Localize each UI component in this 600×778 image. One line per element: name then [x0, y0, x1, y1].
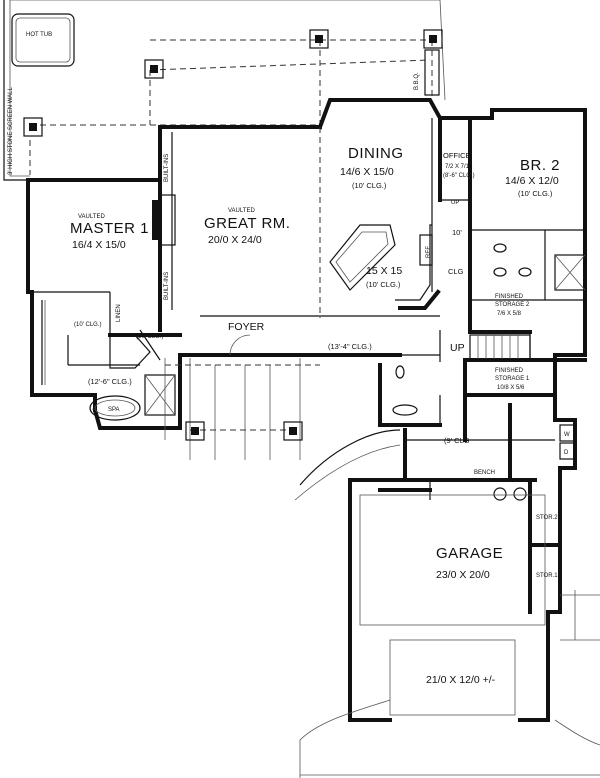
- refrigerator: [419, 234, 433, 266]
- great-title: GREAT RM.: [204, 215, 290, 232]
- storage2-title-2: STORAGE 2: [495, 302, 530, 308]
- spa-tub: [89, 395, 141, 421]
- nine-clg: (9' CLG: [444, 436, 470, 445]
- shower: [144, 374, 176, 416]
- office-dim: 7/2 X 7/10: [445, 164, 473, 170]
- garage-dim: 23/0 X 20/0: [436, 569, 490, 581]
- labels: HOT TUB 3' HIGH STONE SCREEN WALL B.B.Q.…: [8, 32, 570, 686]
- storage1-title-2: STORAGE 1: [495, 376, 530, 382]
- washer: [559, 424, 575, 442]
- screen-wall-label: 3' HIGH STONE SCREEN WALL: [8, 87, 14, 175]
- foyer-label: FOYER: [228, 321, 265, 333]
- great-dim: 20/0 X 24/0: [208, 234, 262, 246]
- great-vaulted: VAULTED: [228, 208, 255, 214]
- kitchen-island: [329, 224, 396, 291]
- kitchen-dim: 15 X 15: [366, 265, 402, 277]
- office-clg: (8'-6" CLG.): [443, 173, 475, 179]
- br2-clg: (10' CLG.): [518, 189, 553, 198]
- d-label: D: [564, 450, 569, 456]
- front-porch: [164, 334, 600, 778]
- br2-dim: 14/6 X 12/0: [505, 175, 559, 187]
- up-hall: UP: [450, 342, 465, 354]
- up-office: UP: [451, 200, 459, 206]
- builtins-upper: BUILT-INS: [164, 154, 170, 182]
- ten-clg-1: 10': [452, 228, 462, 237]
- dining-dim: 14/6 X 15/0: [340, 166, 394, 178]
- storage2-title-1: FINISHED: [495, 294, 524, 300]
- stairs: [469, 334, 531, 360]
- hot-tub-label: HOT TUB: [26, 32, 52, 38]
- ten-clg-2: CLG: [448, 267, 464, 276]
- storage1-dim: 10/8 X 5/6: [497, 385, 525, 391]
- spa-label: SPA: [108, 407, 120, 413]
- column: [144, 59, 164, 79]
- garage2-dim: 21/0 X 12/0 +/-: [426, 674, 496, 686]
- column: [423, 29, 443, 49]
- column: [309, 29, 329, 49]
- fireplace: [159, 194, 176, 246]
- storage1-title-1: FINISHED: [495, 368, 524, 374]
- storage2-dim: 7/6 X 5/8: [497, 311, 522, 317]
- column: [185, 421, 205, 441]
- bench-label: BENCH: [474, 470, 495, 476]
- stor1-label: STOR.1: [536, 573, 558, 579]
- dining-clg: (10' CLG.): [352, 181, 387, 190]
- master-bath-clg: (12'-6" CLG.): [88, 377, 132, 386]
- br2-title: BR. 2: [520, 157, 560, 174]
- ref-label: REF: [426, 246, 432, 258]
- bbq-label: B.B.Q.: [414, 72, 420, 90]
- clg-10-a: (10' CLG.): [74, 322, 102, 328]
- hot-tub: [11, 13, 75, 67]
- column: [283, 421, 303, 441]
- stor2-label: STOR.2: [536, 515, 558, 521]
- master-dim: 16/4 X 15/0: [72, 239, 126, 251]
- dryer: [559, 442, 575, 460]
- clg-10-b: (10' CLG.): [136, 334, 164, 340]
- linen-label: LINEN: [116, 304, 122, 322]
- stone-screen-wall: [3, 0, 30, 181]
- office-title: OFFICE: [443, 151, 471, 160]
- column: [23, 117, 43, 137]
- master-title: MASTER 1: [70, 220, 149, 237]
- builtins-lower: BUILT-INS: [164, 272, 170, 300]
- hall-clg: (13'-4" CLG.): [328, 342, 372, 351]
- kitchen-clg: (10' CLG.): [366, 280, 401, 289]
- dining-title: DINING: [348, 145, 404, 162]
- w-label: W: [564, 432, 570, 438]
- garage-title: GARAGE: [436, 545, 503, 562]
- master-vaulted: VAULTED: [78, 214, 105, 220]
- fixtures: [41, 194, 586, 501]
